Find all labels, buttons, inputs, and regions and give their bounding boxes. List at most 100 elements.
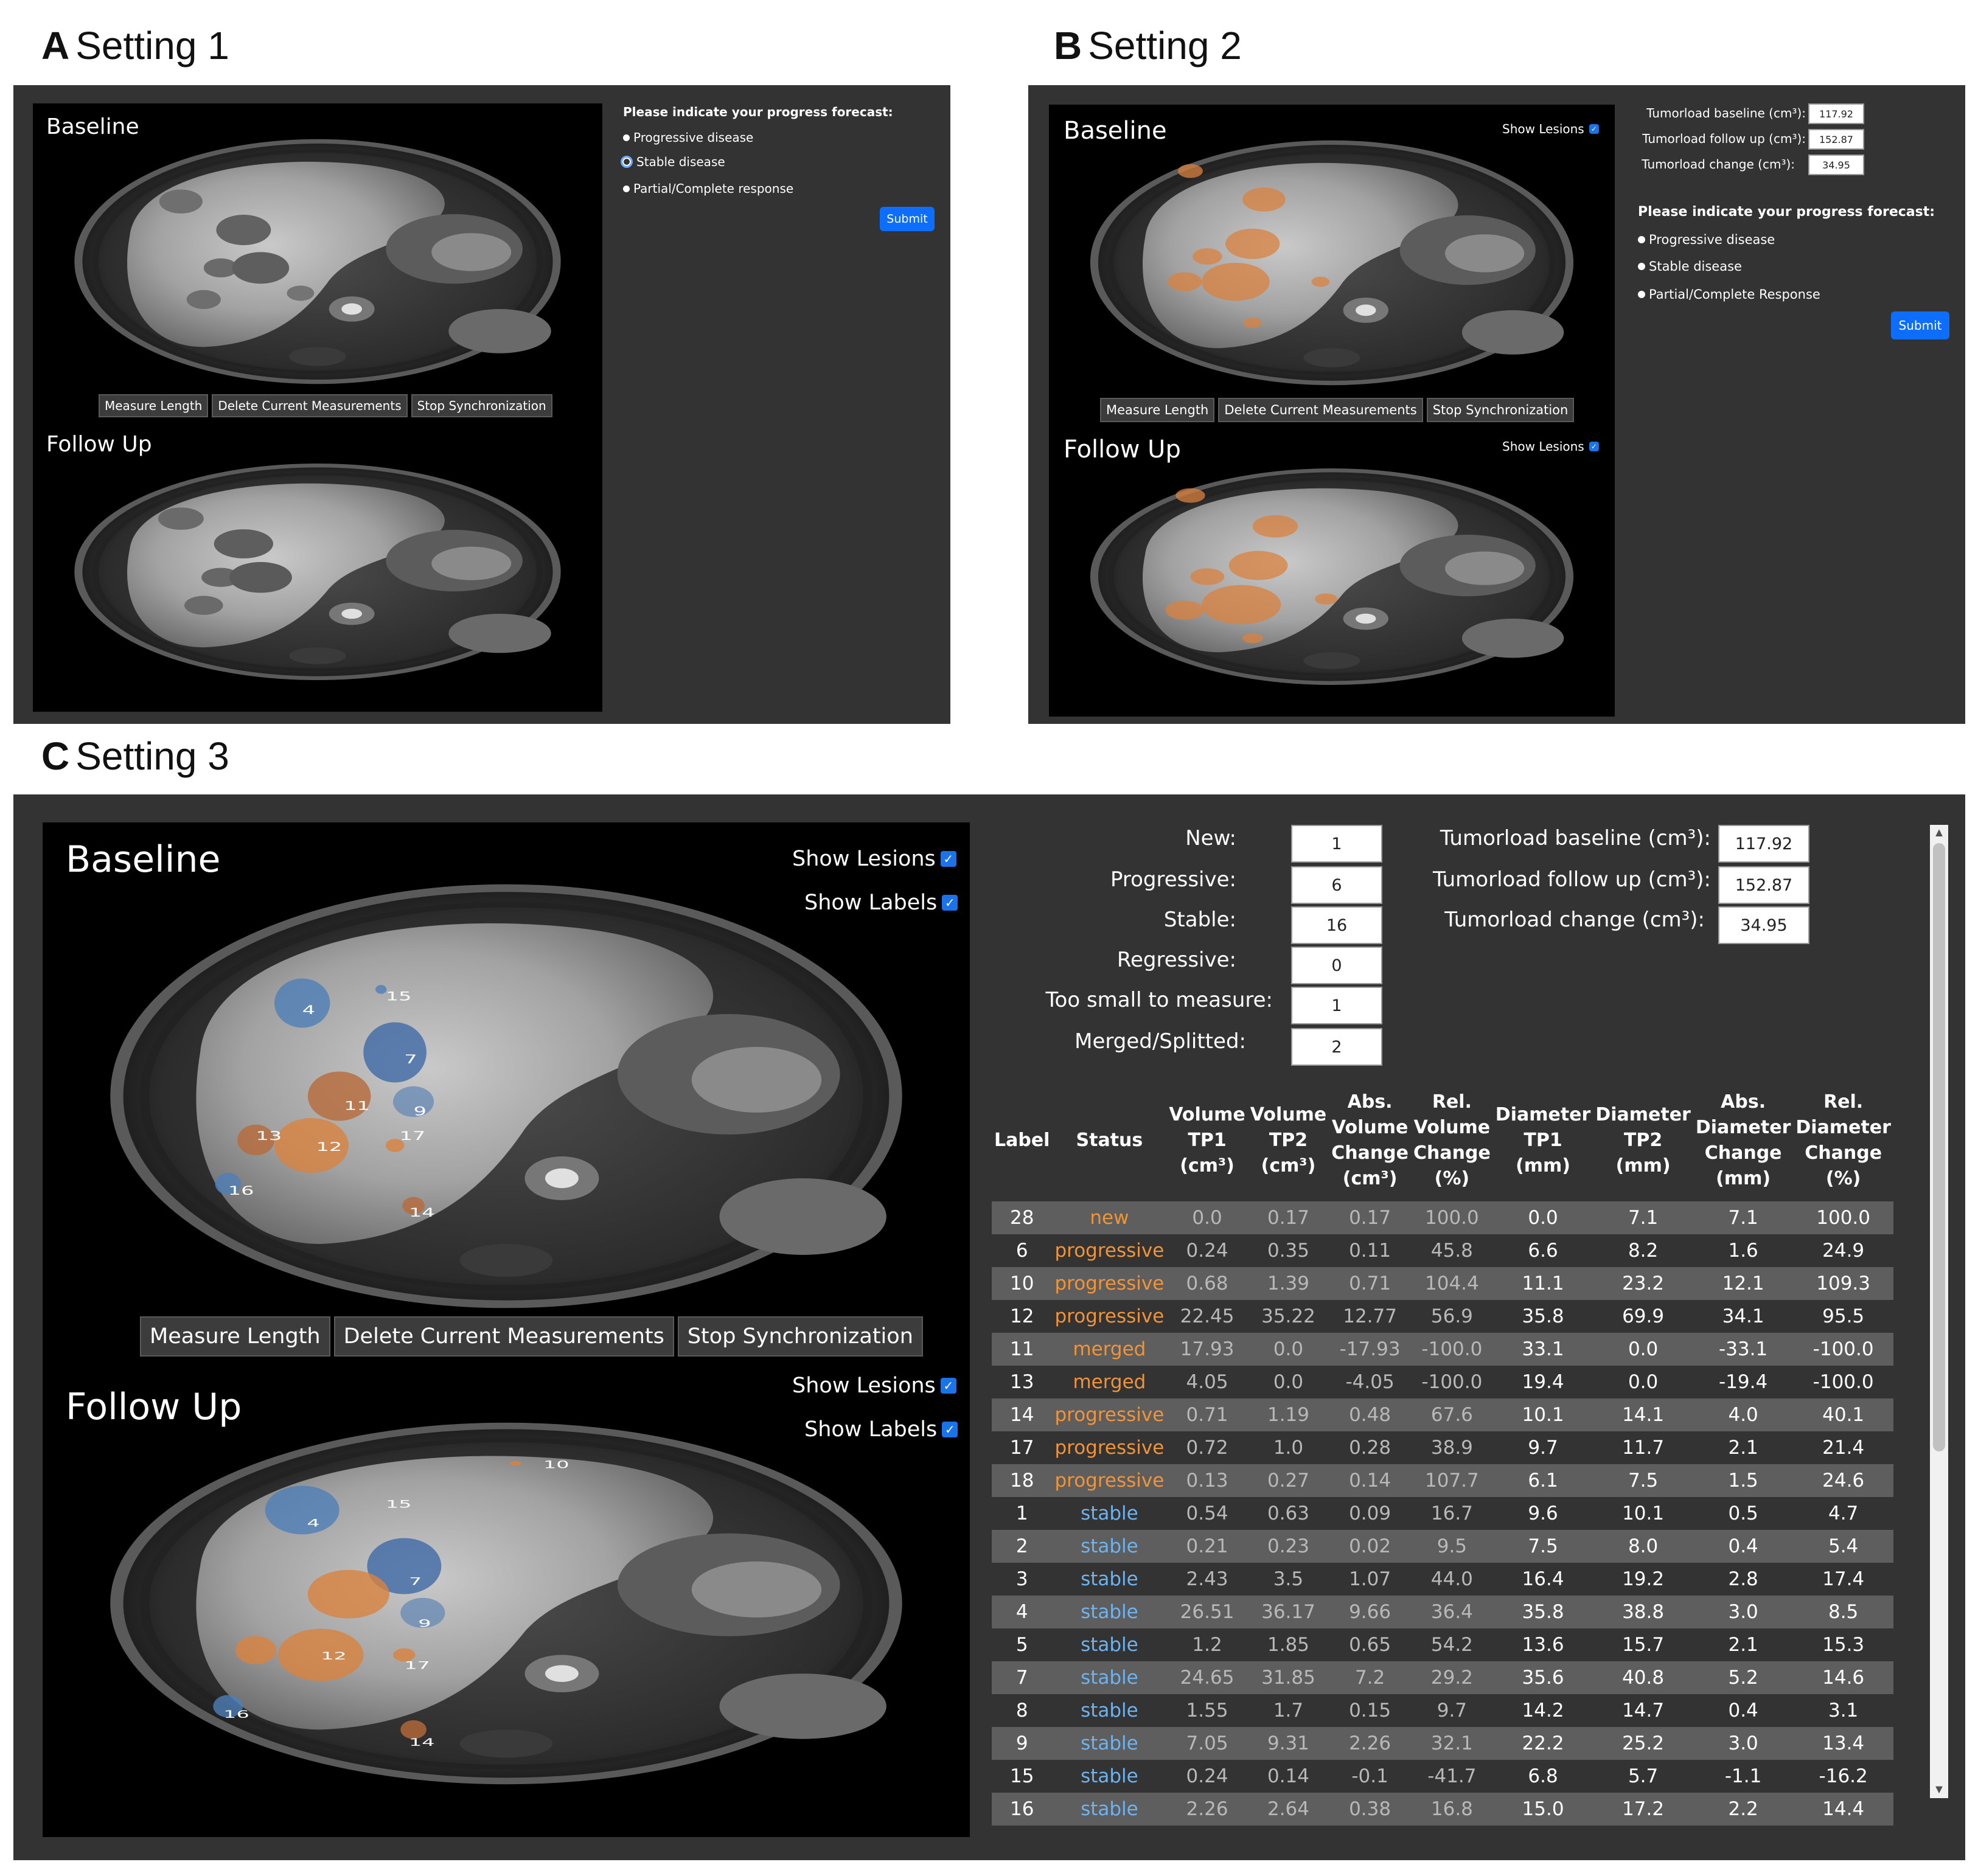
option-progressive-disease[interactable]: Progressive disease [623,130,753,145]
value-cell: 95.5 [1822,1305,1865,1327]
radio-icon[interactable] [1638,263,1645,270]
column-header: Label [994,1130,1050,1151]
submit-button[interactable]: Submit [1891,311,1949,339]
value-cell: 23.2 [1593,1267,1693,1300]
option-partial-complete-response[interactable]: Partial/Complete Response [1638,287,1820,302]
tumorload-baseline-field[interactable]: 117.92 [1808,103,1864,124]
option-partial-complete-response[interactable]: Partial/Complete response [623,181,793,196]
followup-scan-image[interactable] [1049,437,1615,717]
checkbox-checked-icon[interactable]: ✓ [940,851,956,867]
count-too-small-field[interactable]: 1 [1291,987,1382,1024]
status-cell: progressive [1054,1437,1165,1459]
count-regressive-field[interactable]: 0 [1291,947,1382,984]
followup-scan-image[interactable] [33,432,602,712]
submit-button[interactable]: Submit [880,207,935,231]
count-stable-field[interactable]: 16 [1291,906,1382,944]
value-cell: -100.0 [1421,1371,1483,1393]
value-cell: 0.4 [1728,1700,1758,1721]
results-scrollbar[interactable]: ▲ ▼ [1930,825,1948,1798]
lesion-label-cell: 28 [992,1201,1053,1234]
checkbox-checked-icon[interactable]: ✓ [942,895,958,911]
radio-selected-icon[interactable] [621,156,633,168]
value-cell: 2.2 [1693,1793,1794,1826]
baseline-label: Baseline [66,838,221,881]
tumorload-change-field[interactable]: 34.95 [1808,155,1864,175]
value-cell: 0.17 [1247,1201,1329,1234]
count-merged-field[interactable]: 2 [1291,1028,1382,1066]
setting-2-app: Baseline Show Lesions✓ Measure Length De… [1028,85,1965,724]
status-cell: stable [1081,1503,1138,1524]
show-labels-toggle[interactable]: Show Labels✓ [804,1417,958,1442]
radio-icon[interactable] [1638,236,1645,243]
tumorload-baseline-field[interactable]: 117.92 [1718,825,1809,863]
delete-measurements-button[interactable]: Delete Current Measurements [333,1316,674,1357]
status-cell: merged [1052,1333,1167,1366]
show-lesions-toggle[interactable]: Show Lesions✓ [792,847,956,871]
stop-synchronization-button[interactable]: Stop Synchronization [677,1316,923,1357]
tumorload-change-field[interactable]: 34.95 [1718,906,1809,944]
value-cell: 24.9 [1822,1240,1865,1262]
lesion-label: 7 [404,1052,417,1066]
checkbox-checked-icon[interactable]: ✓ [940,1378,956,1394]
delete-measurements-button[interactable]: Delete Current Measurements [212,394,408,417]
column-header: Rel. Diameter Change (%) [1795,1091,1891,1189]
baseline-scan-image[interactable]: 4 15 7 11 9 13 12 17 16 14 [43,822,970,1370]
followup-scan-image[interactable]: 4 15 10 7 9 12 17 16 14 [43,1370,970,1837]
stop-synchronization-button[interactable]: Stop Synchronization [1426,398,1575,422]
scroll-up-icon[interactable]: ▲ [1933,826,1945,839]
count-too-small-label: Too small to measure: [1045,988,1273,1012]
checkbox-checked-icon[interactable]: ✓ [1589,442,1599,451]
show-labels-toggle[interactable]: Show Labels✓ [804,891,958,915]
value-cell: 26.51 [1166,1596,1248,1628]
measure-length-button[interactable]: Measure Length [140,1316,330,1357]
measure-length-button[interactable]: Measure Length [99,394,209,417]
stop-synchronization-button[interactable]: Stop Synchronization [411,394,552,417]
option-stable-disease[interactable]: Stable disease [1638,259,1742,274]
count-progressive-field[interactable]: 6 [1291,866,1382,904]
show-lesions-toggle[interactable]: Show Lesions✓ [1502,439,1599,454]
scroll-thumb[interactable] [1933,843,1945,1451]
value-cell: -19.4 [1719,1371,1768,1393]
radio-icon[interactable] [623,134,630,141]
baseline-scan-image[interactable] [33,103,602,420]
status-cell: stable [1052,1793,1167,1826]
show-lesions-toggle[interactable]: Show Lesions✓ [1502,122,1599,136]
option-progressive-disease[interactable]: Progressive disease [1638,232,1775,247]
measure-length-button[interactable]: Measure Length [1100,398,1215,422]
tumorload-followup-field[interactable]: 152.87 [1808,129,1864,150]
value-cell: 21.4 [1822,1437,1865,1459]
checkbox-checked-icon[interactable]: ✓ [1589,124,1599,134]
viewer: Baseline Show Lesions✓ Measure Length De… [1049,105,1615,717]
scroll-down-icon[interactable]: ▼ [1933,1783,1945,1796]
value-cell: 0.65 [1349,1634,1391,1656]
tumorload-followup-field[interactable]: 152.87 [1718,866,1809,904]
radio-icon[interactable] [623,185,630,192]
count-new-field[interactable]: 1 [1291,825,1382,863]
delete-measurements-button[interactable]: Delete Current Measurements [1218,398,1423,422]
checkbox-checked-icon[interactable]: ✓ [942,1422,958,1437]
radio-icon[interactable] [1638,291,1645,298]
show-lesions-toggle[interactable]: Show Lesions✓ [792,1374,956,1398]
baseline-scan-image[interactable] [1049,105,1615,421]
option-stable-disease[interactable]: Stable disease [621,155,725,169]
